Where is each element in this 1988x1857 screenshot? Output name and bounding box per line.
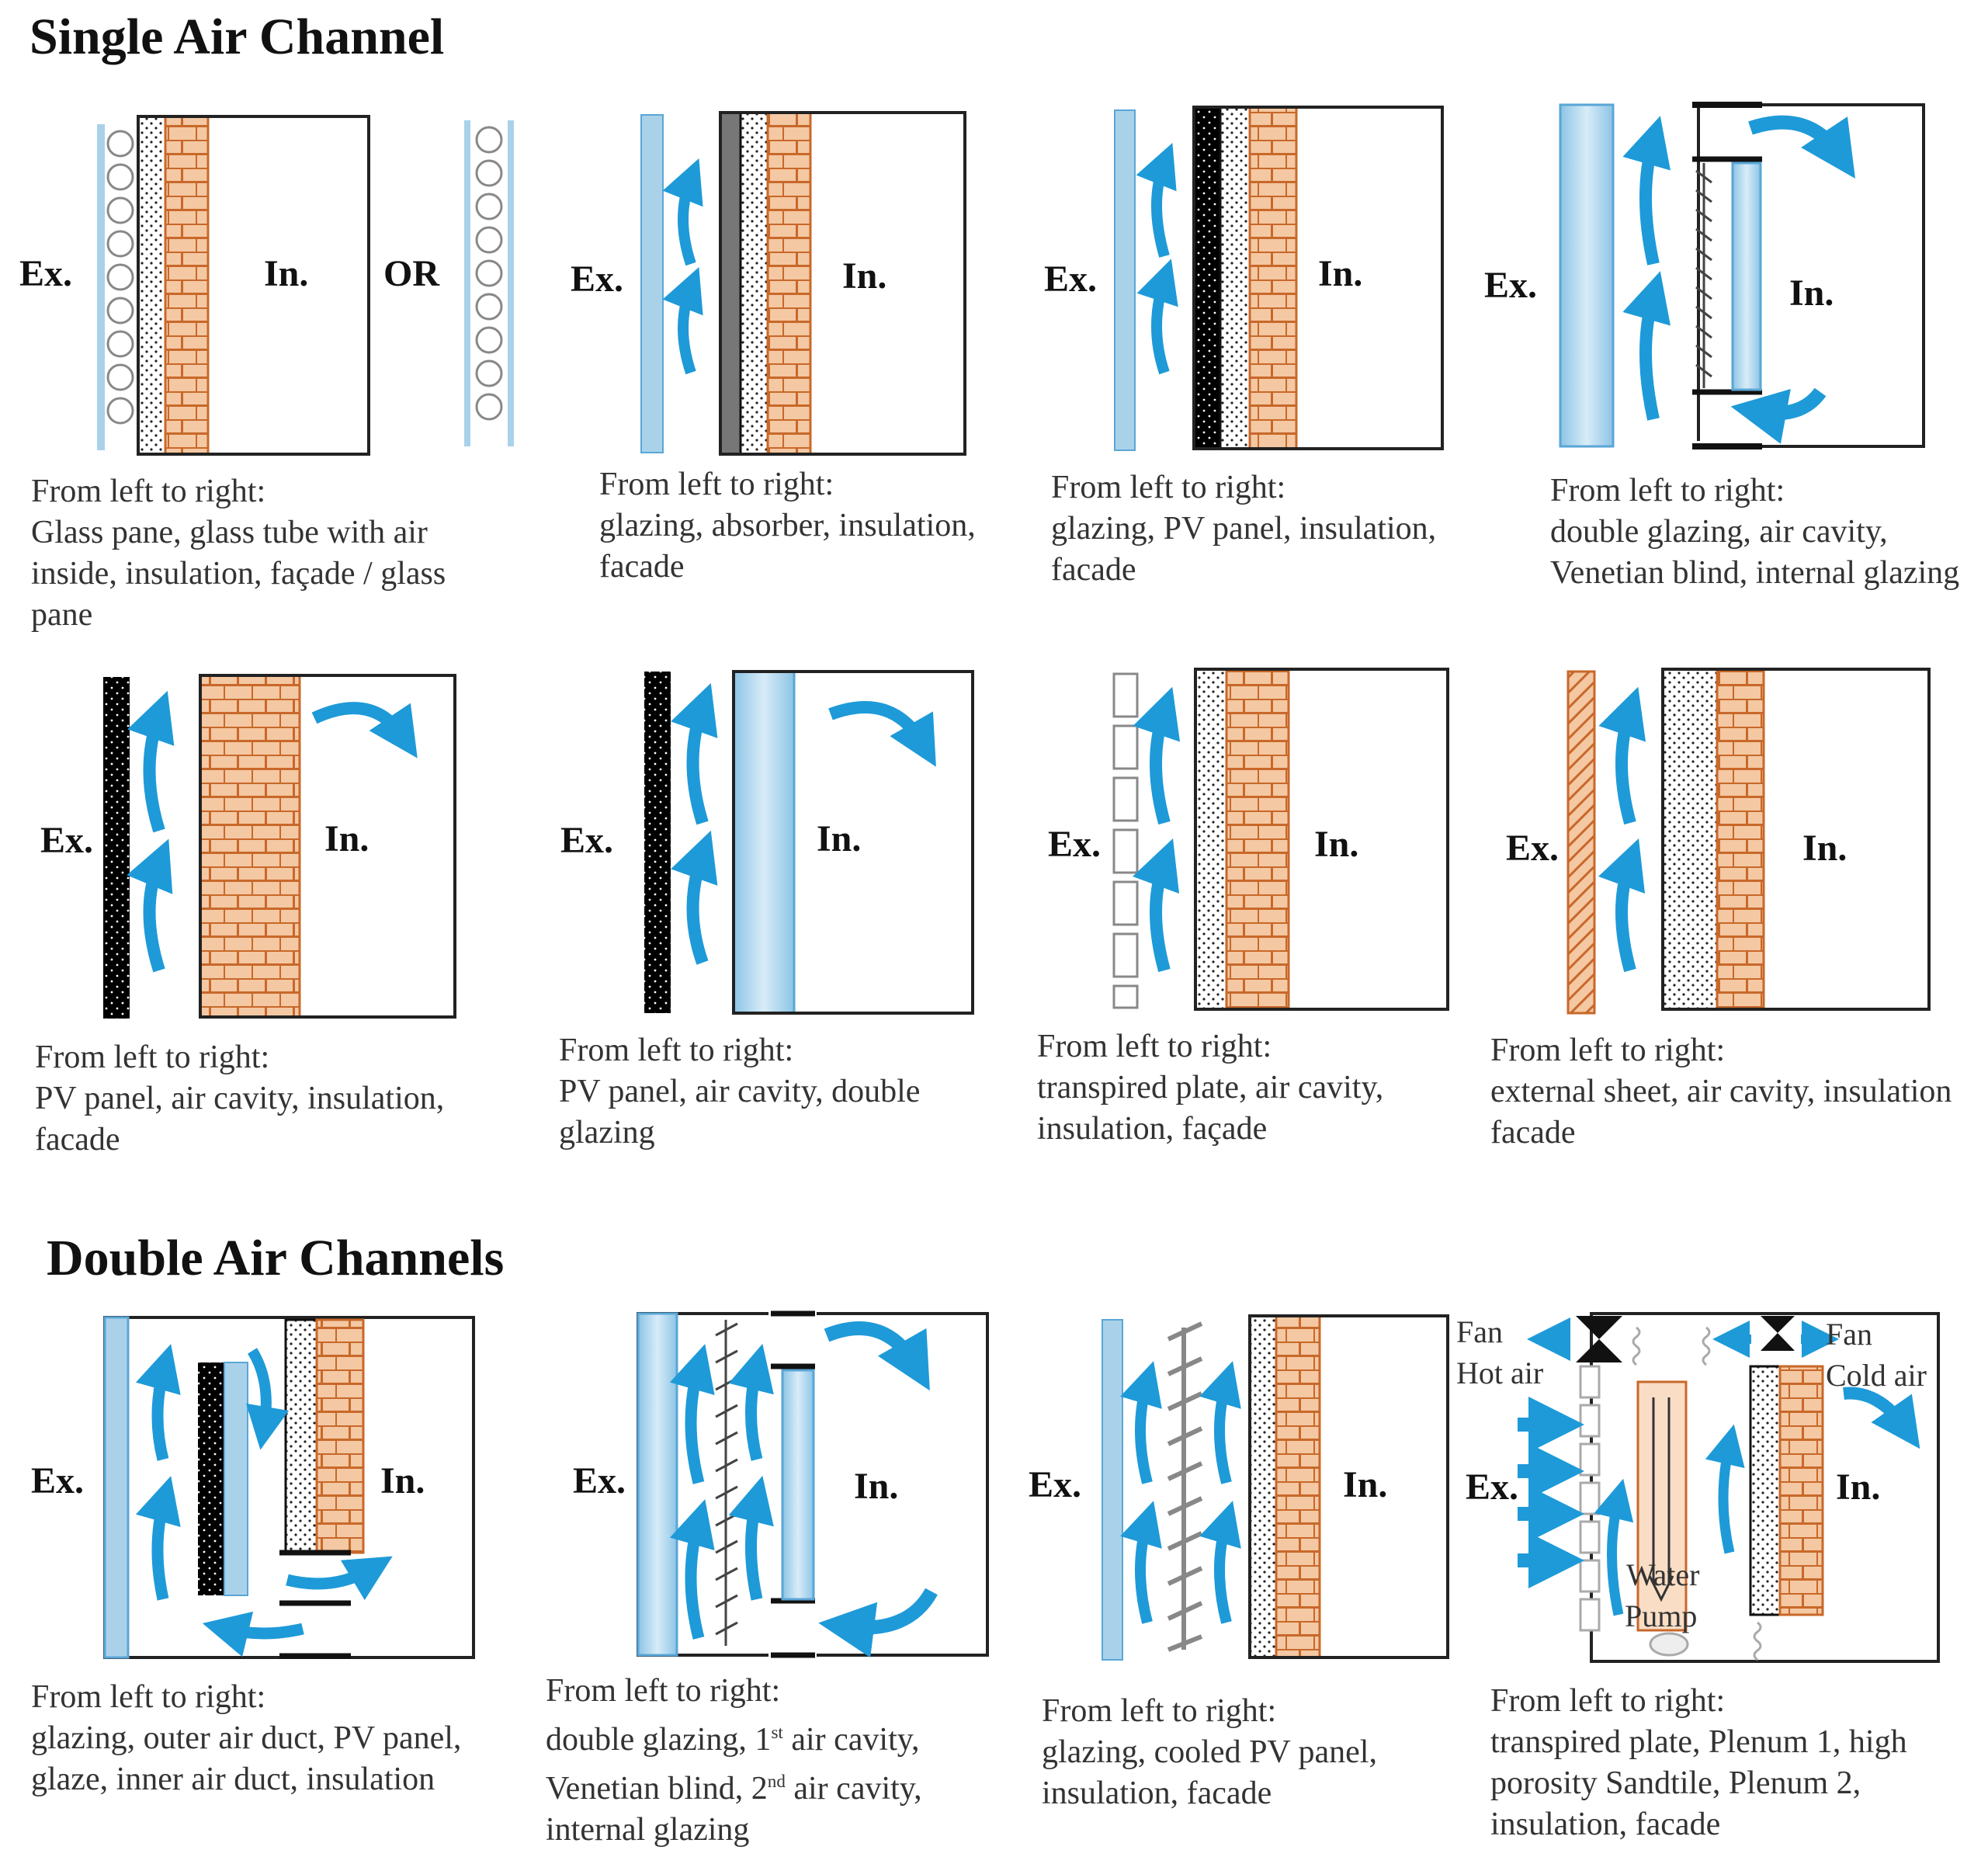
- in-label-s4: In.: [1789, 272, 1834, 314]
- caption-line: glazing: [559, 1115, 655, 1151]
- caption-line: porosity Sandtile, Plenum 2,: [1490, 1765, 1861, 1801]
- in-label-s8: In.: [1802, 828, 1847, 869]
- caption-line: From left to right:: [1042, 1693, 1277, 1729]
- in-label-s1: In.: [264, 253, 309, 294]
- caption-line: Venetian blind, internal glazing: [1550, 555, 1960, 591]
- caption-s3: From left to right: glazing, PV panel, i…: [1051, 467, 1436, 591]
- caption-d3: From left to right: glazing, cooled PV p…: [1042, 1691, 1377, 1814]
- caption-s6: From left to right: PV panel, air cavity…: [559, 1030, 920, 1154]
- fan-label-left: Fan: [1456, 1314, 1503, 1349]
- fan-label-right: Fan: [1826, 1317, 1872, 1352]
- in-label-d2: In.: [854, 1466, 899, 1507]
- section-heading-single: Single Air Channel: [29, 9, 445, 65]
- caption-line: transpired plate, air cavity,: [1037, 1070, 1384, 1106]
- cold-air-label: Cold air: [1826, 1358, 1927, 1393]
- ex-label-s1: Ex.: [19, 253, 73, 294]
- caption-line: Venetian blind, 2nd air cavity,: [546, 1771, 922, 1807]
- in-label-d3: In.: [1343, 1464, 1388, 1505]
- caption-line: insulation, façade: [1037, 1111, 1268, 1147]
- caption-line: external sheet, air cavity, insulation: [1490, 1074, 1952, 1109]
- caption-line: From left to right:: [1550, 473, 1785, 509]
- caption-line: inside, insulation, façade / glass: [31, 556, 446, 592]
- caption-line: facade: [1490, 1115, 1576, 1151]
- caption-line: glaze, inner air duct, insulation: [31, 1762, 435, 1797]
- caption-d4: From left to right: transpired plate, Pl…: [1490, 1681, 1907, 1845]
- panel-d2: [637, 1308, 989, 1660]
- caption-line: glazing, cooled PV panel,: [1042, 1734, 1377, 1770]
- in-label-s6: In.: [817, 818, 862, 859]
- caption-line: PV panel, air cavity, double: [559, 1074, 921, 1109]
- ex-label-s2: Ex.: [571, 259, 624, 300]
- ex-label-s7: Ex.: [1048, 824, 1102, 865]
- caption-s1: From left to right: Glass pane, glass tu…: [31, 471, 446, 636]
- in-label-s2: In.: [842, 255, 887, 297]
- caption-line: Glass pane, glass tube with air: [31, 515, 428, 550]
- panel-s3: [1114, 106, 1444, 451]
- caption-d2: From left to right: double glazing, 1st …: [546, 1671, 922, 1851]
- in-label-s3: In.: [1318, 253, 1363, 294]
- caption-line: From left to right:: [1490, 1683, 1726, 1719]
- hot-air-label: Hot air: [1456, 1355, 1544, 1390]
- in-label-s7: In.: [1314, 824, 1359, 865]
- in-label-d4: In.: [1836, 1467, 1881, 1508]
- ex-label-s8: Ex.: [1506, 828, 1560, 869]
- ex-label-d1: Ex.: [31, 1460, 85, 1501]
- ex-label-s4: Ex.: [1484, 265, 1538, 306]
- panel-s5: [103, 674, 456, 1019]
- in-label-d1: In.: [380, 1460, 425, 1501]
- panel-d3: [1102, 1314, 1449, 1661]
- caption-line: glazing, PV panel, insulation,: [1051, 511, 1437, 547]
- caption-line: double glazing, air cavity,: [1550, 514, 1888, 550]
- panel-d1: [103, 1316, 475, 1659]
- caption-s7: From left to right: transpired plate, ai…: [1037, 1026, 1383, 1150]
- panel-s7: [1112, 668, 1449, 1011]
- caption-line: PV panel, air cavity, insulation,: [35, 1081, 445, 1116]
- pump-label: Pump: [1625, 1598, 1698, 1633]
- caption-s8: From left to right: external sheet, air …: [1490, 1030, 1952, 1154]
- water-label: Water: [1626, 1557, 1700, 1592]
- panel-s1: [97, 115, 514, 456]
- ex-label-d4: Ex.: [1466, 1467, 1519, 1508]
- caption-line: glazing, absorber, insulation,: [599, 508, 976, 543]
- caption-line: internal glazing: [546, 1812, 750, 1848]
- caption-line: facade: [599, 549, 685, 585]
- caption-line: facade: [1051, 552, 1136, 588]
- in-label-s5: In.: [324, 818, 369, 859]
- caption-line: From left to right:: [31, 474, 266, 509]
- caption-line: transpired plate, Plenum 1, high: [1490, 1724, 1907, 1760]
- caption-line: insulation, facade: [1042, 1775, 1272, 1811]
- caption-line: From left to right:: [1051, 470, 1286, 505]
- caption-line: glazing, outer air duct, PV panel,: [31, 1720, 462, 1756]
- caption-d1: From left to right: glazing, outer air d…: [31, 1677, 461, 1800]
- panel-d4: [1518, 1312, 1940, 1663]
- caption-line: From left to right:: [559, 1033, 794, 1068]
- caption-line: insulation, facade: [1490, 1807, 1721, 1842]
- ex-label-s6: Ex.: [560, 820, 614, 861]
- ex-label-d3: Ex.: [1029, 1464, 1082, 1505]
- panel-s6: [644, 670, 974, 1015]
- ex-label-d2: Ex.: [573, 1460, 626, 1501]
- caption-line: double glazing, 1st air cavity,: [546, 1722, 920, 1758]
- caption-s5: From left to right: PV panel, air cavity…: [35, 1037, 444, 1161]
- caption-s4: From left to right: double glazing, air …: [1550, 470, 1959, 594]
- caption-line: From left to right:: [546, 1673, 781, 1709]
- section-heading-double: Double Air Channels: [47, 1230, 505, 1286]
- caption-line: From left to right:: [35, 1040, 270, 1075]
- caption-s2: From left to right: glazing, absorber, i…: [599, 464, 976, 588]
- ex-label-s3: Ex.: [1044, 259, 1098, 300]
- panel-s8: [1566, 668, 1931, 1015]
- caption-line: pane: [31, 597, 93, 633]
- or-label: OR: [383, 253, 439, 294]
- caption-line: From left to right:: [31, 1679, 266, 1715]
- panel-s4: [1559, 99, 1925, 449]
- caption-line: From left to right:: [1037, 1029, 1272, 1064]
- caption-line: From left to right:: [599, 467, 834, 502]
- ex-label-s5: Ex.: [40, 820, 94, 861]
- caption-line: facade: [35, 1122, 120, 1158]
- caption-line: From left to right:: [1490, 1033, 1726, 1068]
- panel-s2: [640, 111, 966, 456]
